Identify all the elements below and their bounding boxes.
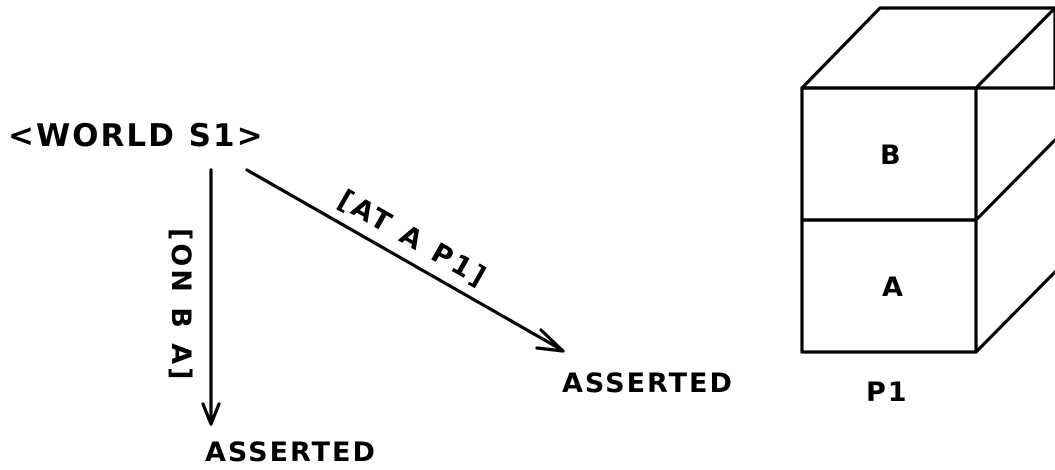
diagonal-edge-label: [AT A P1]	[333, 184, 494, 294]
block-a-label: A	[882, 272, 903, 303]
asserted-node-right: ASSERTED	[562, 368, 734, 399]
world-node-label: <WORLD S1>	[8, 118, 265, 154]
diagonal-edge-line	[245, 168, 564, 352]
block-a-front	[800, 218, 978, 354]
block-top-right-edge	[974, 6, 1055, 90]
edge-on-b-a: [ON B A]	[165, 168, 221, 426]
base-p1-label: P1	[866, 377, 909, 408]
asserted-node-bottom: ASSERTED	[205, 437, 377, 468]
edge-at-a-p1: [AT A P1]	[245, 168, 565, 353]
block-middle-side-edge	[974, 138, 1055, 222]
vertical-edge-label: [ON B A]	[165, 228, 196, 383]
block-b-label: B	[880, 140, 901, 171]
vertical-edge-arrowhead	[201, 402, 221, 426]
block-stack-illustration: B A P1	[800, 6, 1055, 408]
block-bottom-side-edge	[974, 270, 1055, 354]
diagonal-edge-arrowhead	[535, 328, 565, 353]
